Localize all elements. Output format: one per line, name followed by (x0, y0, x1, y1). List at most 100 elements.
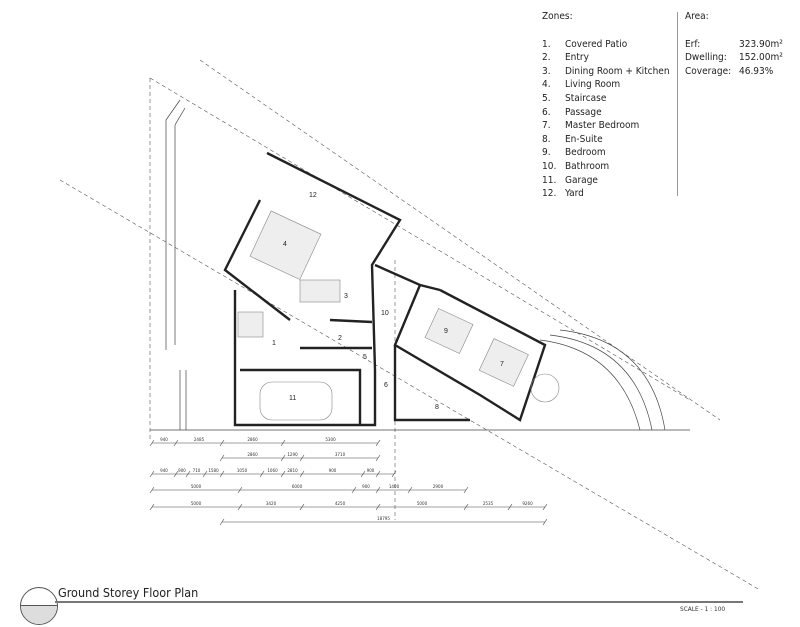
dimension-label: 2810 (287, 468, 298, 474)
zone-number: 4. (542, 79, 551, 91)
dimension-tick (219, 454, 225, 462)
dimension-label: 5000 (191, 484, 202, 490)
zone-number: 11. (542, 174, 557, 186)
dimension-tick (219, 439, 225, 447)
zone-item: 11. Garage (542, 174, 670, 188)
area-heading: Area: (685, 11, 709, 22)
dimension-label: 2900 (433, 484, 444, 490)
dimension-label: 900 (329, 468, 337, 474)
dimension-tick (542, 503, 548, 511)
zone-number: 5. (542, 92, 551, 104)
zone-item: 6. Passage (542, 106, 670, 120)
area-table: Area: Erf:323.90m² Dwelling:152.00m² Cov… (685, 10, 783, 78)
area-row: Coverage:46.93% (685, 65, 774, 77)
dimension-tick (237, 486, 243, 494)
room-label: 9 (444, 328, 448, 335)
zone-label: Staircase (565, 92, 607, 104)
dimension-label: 900 (178, 468, 186, 474)
dimension-label: 710 (193, 468, 201, 474)
dimension-tick (375, 439, 381, 447)
zone-item: 7.Master Bedroom (542, 119, 670, 133)
dimension-tick (375, 470, 381, 478)
dimension-tick (542, 518, 548, 526)
room-labels: 1 2 3 4 5 6 7 8 9 10 11 12 (272, 192, 504, 411)
dimension-tick (463, 503, 469, 511)
room-label: 2 (338, 335, 342, 342)
zone-item: 1. Covered Patio (542, 38, 670, 52)
dimension-tick (375, 486, 381, 494)
dimension-tick (280, 439, 286, 447)
zone-label: Covered Patio (565, 38, 628, 50)
zone-number: 6. (542, 106, 551, 118)
dimension-label: 1580 (208, 468, 219, 474)
zone-label: Yard (565, 188, 584, 200)
dimension-label: 1400 (389, 484, 400, 490)
dimension-tick (149, 439, 155, 447)
zone-item: 2. Entry (542, 51, 670, 65)
dimension-tick (173, 439, 179, 447)
zones-heading: Zones: (542, 11, 573, 22)
scale-label: SCALE - 1 : 100 (680, 605, 726, 613)
dimension-label: 3710 (335, 452, 346, 458)
dimension-label: 2535 (483, 501, 494, 507)
dimension-tick (507, 503, 513, 511)
zone-label: Garage (565, 174, 598, 186)
dimension-tick (280, 454, 286, 462)
dimension-label: 940 (160, 468, 168, 474)
furniture (237, 210, 560, 421)
dimension-label: 1060 (267, 468, 278, 474)
zone-item: 4.Living Room (542, 78, 670, 92)
dimension-tick (185, 470, 191, 478)
dimension-tick (407, 486, 413, 494)
zone-label: Bedroom (565, 147, 606, 159)
dimension-tick (360, 470, 366, 478)
dimension-label: 1050 (237, 468, 248, 474)
zone-number: 9. (542, 147, 551, 159)
room-label: 3 (344, 293, 348, 300)
dimension-tick (351, 486, 357, 494)
dimension-label: 5000 (191, 501, 202, 507)
zone-number: 3. (542, 65, 551, 77)
zone-label: Entry (565, 52, 589, 64)
room-label: 11 (289, 395, 296, 402)
room-label: 1 (272, 340, 276, 347)
dimension-tick (299, 470, 305, 478)
dimension-tick (375, 454, 381, 462)
dimension-label: 4250 (335, 501, 346, 507)
zone-number: 1. (542, 38, 551, 50)
dimension-label: 9260 (522, 501, 533, 507)
zone-label: Bathroom (565, 160, 610, 172)
dimension-label: 18795 (377, 516, 390, 522)
dimension-label: 900 (362, 484, 370, 490)
area-row: Erf:323.90m² (685, 38, 783, 50)
dimension-tick (463, 486, 469, 494)
dimension-tick (299, 503, 305, 511)
dimension-tick (391, 470, 397, 478)
room-label: 6 (384, 382, 388, 389)
room-label: 4 (283, 241, 287, 248)
zone-item: 5. Staircase (542, 92, 670, 106)
dimension-tick (237, 503, 243, 511)
title-rule (55, 601, 743, 603)
room-label: 12 (309, 192, 317, 199)
dimension-label: 5300 (325, 437, 336, 443)
zone-number: 10. (542, 160, 557, 172)
dimension-label: 6000 (292, 484, 303, 490)
section-marker-icon (20, 587, 58, 625)
zone-label: Passage (565, 106, 602, 118)
zone-item: 3.Dining Room + Kitchen (542, 65, 670, 79)
zone-label: En-Suite (565, 133, 603, 145)
dimension-tick (202, 470, 208, 478)
zone-number: 2. (542, 52, 551, 64)
dimension-label: 900 (367, 468, 375, 474)
dimension-label: 3420 (266, 501, 277, 507)
zone-number: 12. (542, 188, 557, 200)
zone-number: 7. (542, 120, 551, 132)
dimension-tick (299, 454, 305, 462)
dimension-label: 1290 (287, 452, 298, 458)
dimension-label: 2860 (247, 452, 258, 458)
dimension-tick (219, 470, 225, 478)
room-label: 8 (435, 404, 439, 411)
